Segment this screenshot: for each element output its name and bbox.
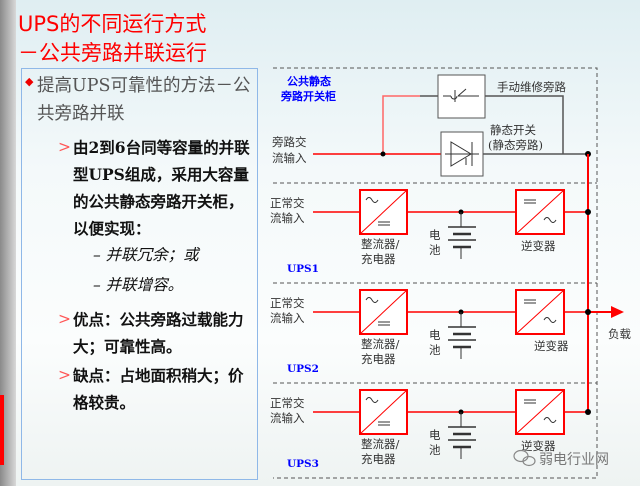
manual-bypass-switch-icon	[437, 74, 486, 119]
slide-subtitle: －公共旁路并联运行	[18, 41, 207, 65]
inverter-label: 逆变器	[521, 239, 556, 253]
text-box	[21, 68, 258, 480]
rectifier-label: 充电器	[361, 352, 396, 366]
load-label: 负载	[608, 327, 631, 341]
diamond-bullet-icon: ◆	[25, 75, 34, 88]
manual-bypass-label: 手动维修旁路	[497, 80, 566, 94]
battery-label: 电	[429, 328, 441, 342]
normal-input-label: 流输入	[270, 211, 305, 225]
slide-title: UPS的不同运行方式	[18, 12, 207, 36]
chevron-bullet-icon: >	[58, 310, 71, 328]
point-composition: > 由2到6台同等容量的并联型UPS组成，采用大容量的公共静态旁路开关柜，以便实…	[58, 134, 258, 242]
main-bullet: 提高UPS可靠性的方法－公共旁路并联	[37, 76, 251, 124]
static-switch-label-2: (静态旁路)	[488, 138, 543, 152]
normal-input-label: 流输入	[270, 411, 305, 425]
chevron-bullet-icon: >	[58, 366, 71, 384]
static-switch-thyristor-icon	[440, 131, 484, 177]
normal-input-label: 流输入	[270, 311, 305, 325]
ups-label: UPS3	[287, 458, 319, 470]
chevron-bullet-icon: >	[58, 138, 71, 156]
inverter-label: 逆变器	[534, 339, 569, 353]
normal-input-label: 正常交	[270, 196, 305, 210]
bypass-input-label-2: 流输入	[272, 151, 307, 165]
ups-label: UPS1	[287, 263, 319, 275]
battery-label: 电	[429, 428, 441, 442]
point-disadvantages: > 缺点：占地面积稍大；价格较贵。	[58, 362, 258, 416]
ups-label: UPS2	[287, 363, 319, 375]
battery-label: 电	[429, 228, 441, 242]
subpoint-redundancy: – 并联冗余；或	[93, 246, 199, 264]
rectifier-label: 充电器	[361, 452, 396, 466]
point-advantages: > 优点：公共旁路过载能力大；可靠性高。	[58, 306, 258, 360]
subpoint-capacity: – 并联增容。	[93, 276, 184, 294]
rectifier-label: 整流器/	[361, 337, 399, 351]
rectifier-label: 充电器	[361, 252, 396, 266]
battery-label: 池	[429, 343, 441, 357]
cabinet-outline	[273, 67, 598, 479]
cabinet-label: 公共静态	[287, 74, 331, 88]
slide-edge-accent	[0, 395, 4, 465]
normal-input-label: 正常交	[270, 396, 305, 410]
inverter-label: 逆变器	[521, 439, 556, 453]
load-arrow-icon	[611, 306, 624, 318]
rectifier-label: 整流器/	[361, 437, 399, 451]
bypass-input-label: 旁路交	[272, 135, 307, 149]
wechat-icon	[513, 449, 536, 467]
slide-edge	[0, 0, 16, 486]
battery-label: 池	[429, 443, 441, 457]
static-switch-label: 静态开关	[490, 123, 536, 137]
normal-input-label: 正常交	[270, 296, 305, 310]
watermark-text: 弱电行业网	[539, 452, 609, 468]
cabinet-label-2: 旁路开关柜	[280, 89, 336, 103]
bypass-wiring	[313, 95, 591, 412]
battery-label: 池	[429, 243, 441, 257]
rectifier-label: 整流器/	[361, 237, 399, 251]
